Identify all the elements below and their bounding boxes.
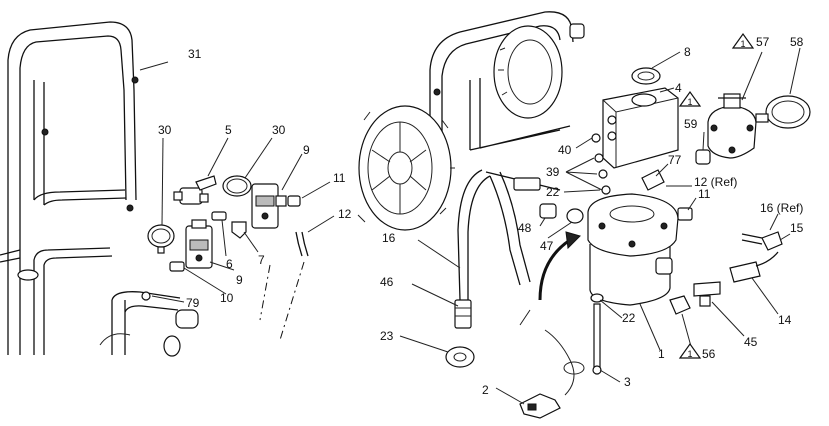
curved-arrow xyxy=(538,231,581,301)
regulator-57 xyxy=(707,93,757,159)
callout-labels: 31 30 5 30 9 11 12 6 9 7 10 79 8 57 58 4… xyxy=(158,35,804,397)
hose-12-left xyxy=(295,231,309,257)
callout-45: 45 xyxy=(744,335,758,349)
washers-39-40 xyxy=(591,133,611,195)
callout-30: 30 xyxy=(272,123,286,137)
warning-triangle-57: 1 xyxy=(731,32,755,49)
callout-8: 8 xyxy=(684,45,691,59)
callout-31: 31 xyxy=(188,47,202,61)
valve-5 xyxy=(173,175,217,205)
callout-22: 22 xyxy=(622,311,636,325)
callout-79: 79 xyxy=(186,296,200,310)
wheel-front xyxy=(357,105,455,231)
fitting-10 xyxy=(169,261,185,272)
gauge-30-right xyxy=(222,175,252,197)
regulator-9-left xyxy=(185,219,213,269)
callout-48: 48 xyxy=(518,221,532,235)
callout-57: 57 xyxy=(756,35,770,49)
pressure-switch-56 xyxy=(669,295,691,315)
warning-triangle-56: 1 xyxy=(678,342,702,359)
tee-45 xyxy=(693,281,721,307)
callout-16-ref: 16 (Ref) xyxy=(760,201,803,215)
callout-12-ref: 12 (Ref) xyxy=(694,175,737,189)
fitting-48 xyxy=(539,203,557,219)
warning-mark: 1 xyxy=(687,97,692,107)
warning-mark: 1 xyxy=(740,39,745,49)
warning-triangle-59: 1 xyxy=(678,90,702,107)
regulator-9-right xyxy=(251,183,287,229)
callout-56: 56 xyxy=(702,347,716,361)
screw-79 xyxy=(141,291,151,301)
callout-11: 11 xyxy=(333,171,346,185)
screw-3 xyxy=(592,303,602,375)
fitting-11-left xyxy=(287,195,301,207)
callout-22: 22 xyxy=(546,185,560,199)
callout-46: 46 xyxy=(380,275,394,289)
callout-4: 4 xyxy=(675,81,682,95)
callout-15: 15 xyxy=(790,221,804,235)
hose-16-ref xyxy=(741,233,763,245)
fitting-59 xyxy=(695,149,711,165)
callout-1: 1 xyxy=(658,347,665,361)
callout-39: 39 xyxy=(546,165,560,179)
callout-2: 2 xyxy=(482,383,489,397)
fitting-46 xyxy=(454,299,472,329)
leader-lines xyxy=(139,47,801,405)
callout-58: 58 xyxy=(790,35,804,49)
elbow-7 xyxy=(231,221,247,239)
callout-23: 23 xyxy=(380,329,394,343)
callout-77: 77 xyxy=(668,153,682,167)
gauge-30-left xyxy=(147,224,175,254)
callout-14: 14 xyxy=(778,313,792,327)
power-cord-2 xyxy=(519,309,585,419)
seal-8 xyxy=(631,67,661,85)
callout-11: 11 xyxy=(698,187,711,201)
callout-16: 16 xyxy=(382,231,396,245)
callout-47: 47 xyxy=(540,239,554,253)
fitting-47 xyxy=(566,208,584,224)
callout-7: 7 xyxy=(258,253,265,267)
warning-mark: 1 xyxy=(687,349,692,359)
callout-9: 9 xyxy=(236,273,243,287)
fitting-14 xyxy=(729,251,779,283)
fitting-11-right xyxy=(677,207,693,221)
callout-59: 59 xyxy=(684,117,698,131)
callout-5: 5 xyxy=(225,123,232,137)
nut-23 xyxy=(445,346,475,368)
motor-1 xyxy=(587,193,679,306)
gauge-58 xyxy=(755,95,811,129)
callout-40: 40 xyxy=(558,143,572,157)
callout-3: 3 xyxy=(624,375,631,389)
fitting-77 xyxy=(641,169,665,191)
fitting-15 xyxy=(761,231,783,251)
fitting-6-left xyxy=(211,211,227,221)
wheel-rear xyxy=(493,25,563,119)
tank-4 xyxy=(602,87,679,169)
callout-9: 9 xyxy=(303,143,310,157)
callout-6: 6 xyxy=(226,257,233,271)
callout-10: 10 xyxy=(220,291,234,305)
hose-16 xyxy=(457,169,561,301)
callout-30: 30 xyxy=(158,123,172,137)
cart-frame-left xyxy=(0,21,199,357)
callout-12: 12 xyxy=(338,207,352,221)
